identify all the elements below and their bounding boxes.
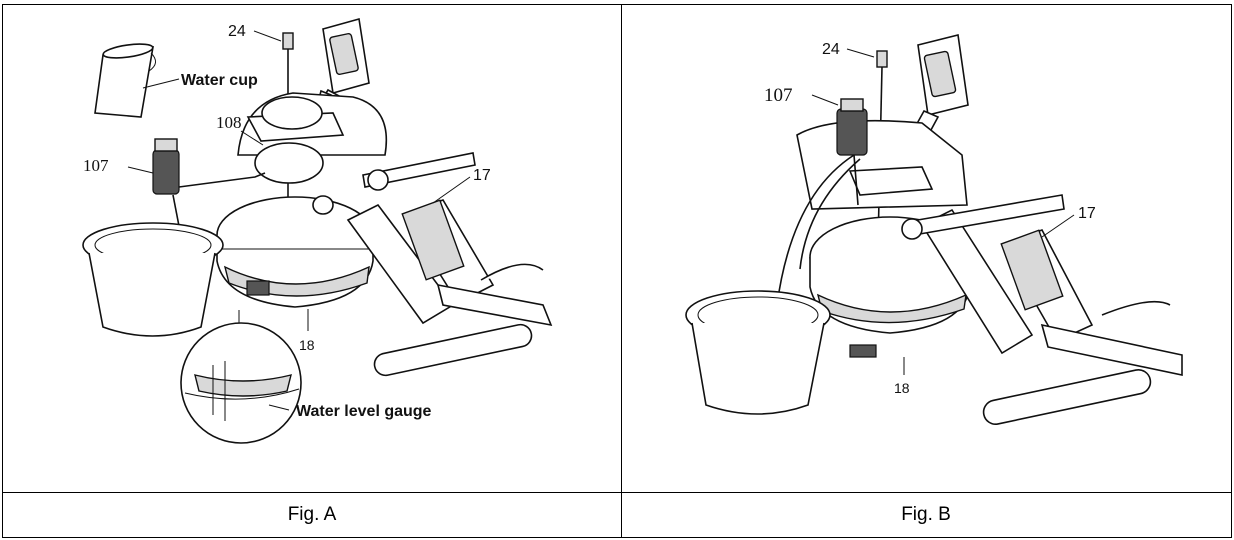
label-24: 24 — [822, 41, 840, 58]
figure-a-caption: Fig. A — [287, 504, 337, 525]
label-water-level-gauge: Water level gauge — [296, 403, 432, 420]
rail-and-footrest — [312, 152, 553, 377]
label-108: 108 — [216, 113, 242, 132]
siphon-pump-107 — [776, 94, 868, 306]
label-107: 107 — [764, 85, 793, 106]
figure-b-caption: Fig. B — [901, 504, 951, 525]
label-water-cup: Water cup — [181, 72, 258, 89]
water-level-gauge-detail — [180, 310, 302, 444]
water-tank-illustration — [216, 196, 374, 308]
rower-housing — [237, 92, 388, 184]
rail-and-footrest — [901, 194, 1183, 425]
figure-a-drawing: 24 Water cup 108 107 17 18 Water level g… — [82, 17, 553, 444]
bucket-illustration — [82, 222, 224, 337]
bucket-illustration — [685, 290, 831, 415]
label-24: 24 — [228, 23, 246, 40]
water-cup-illustration — [94, 43, 180, 118]
label-17: 17 — [1078, 205, 1096, 222]
figure-a-panel: 24 Water cup 108 107 17 18 Water level g… — [3, 5, 621, 492]
water-tank-illustration — [809, 216, 971, 358]
label-107: 107 — [83, 156, 109, 175]
label-17: 17 — [473, 167, 491, 184]
rower-housing — [796, 119, 968, 210]
label-18: 18 — [894, 380, 910, 396]
figure-table — [2, 4, 1232, 538]
figure-b-drawing: 24 107 17 18 — [685, 34, 1183, 425]
column-divider — [621, 4, 622, 538]
figure-b-panel: 24 107 17 18 — [622, 5, 1230, 492]
caption-row-divider — [2, 492, 1232, 493]
label-18: 18 — [299, 337, 315, 353]
